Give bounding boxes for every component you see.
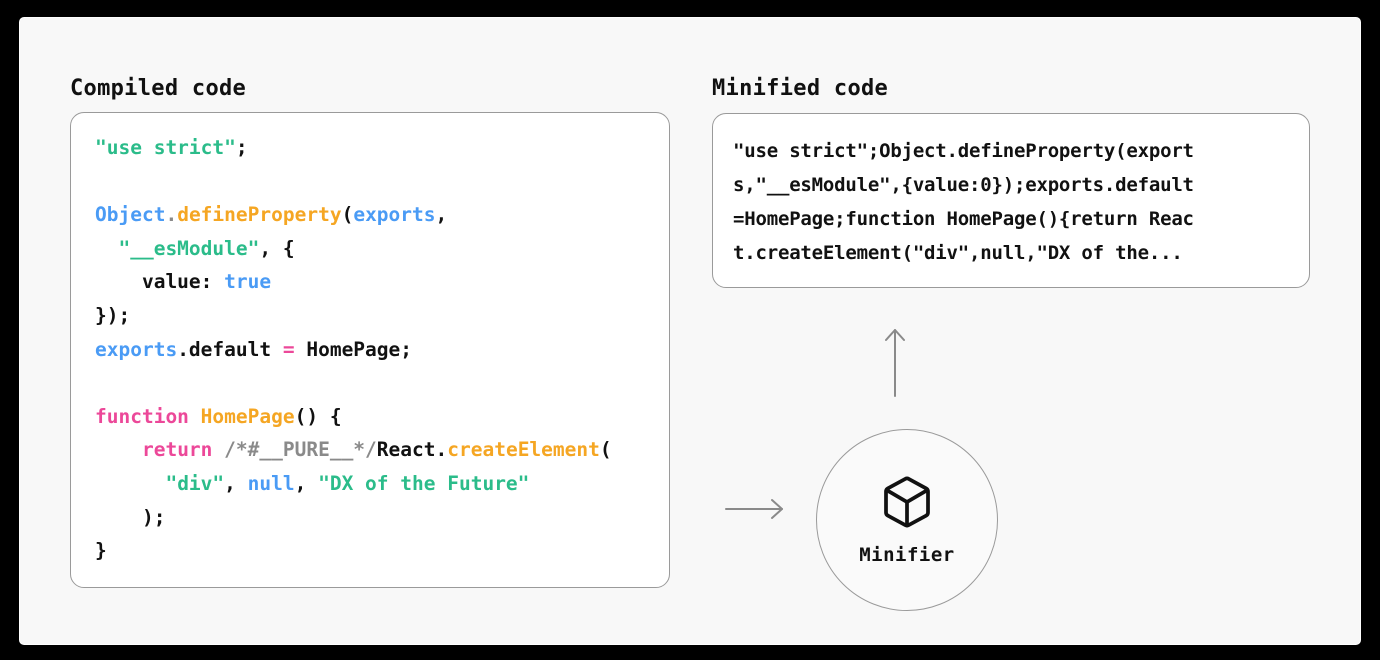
compiled-code-text: "use strict"; Object.defineProperty(expo…	[95, 136, 612, 563]
arrow-up-icon	[882, 326, 908, 402]
minified-code-card: "use strict";Object.defineProperty(expor…	[712, 113, 1310, 288]
arrow-right-icon	[724, 496, 790, 526]
minifier-label: Minifier	[859, 544, 955, 566]
minified-code-heading: Minified code	[712, 76, 889, 101]
minified-code-text: "use strict";Object.defineProperty(expor…	[733, 140, 1194, 264]
compiled-code-heading: Compiled code	[70, 76, 247, 101]
minifier-node: Minifier	[816, 429, 998, 611]
diagram-canvas: Compiled code "use strict"; Object.defin…	[20, 18, 1360, 644]
cube-icon	[879, 474, 935, 534]
compiled-code-card: "use strict"; Object.defineProperty(expo…	[70, 112, 670, 588]
